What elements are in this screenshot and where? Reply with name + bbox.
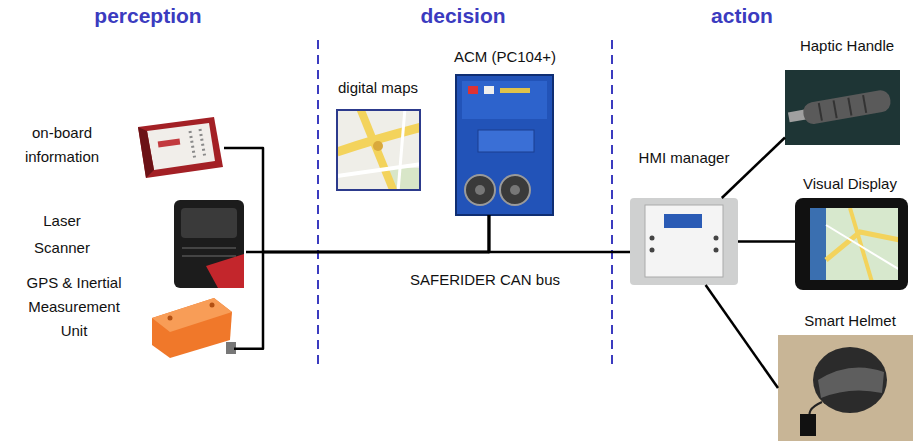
device-node: Haptic Handle (785, 70, 900, 145)
device-label: on-board information (12, 121, 112, 169)
acm-computer-picture (456, 75, 553, 215)
device-node: GPS & Inertial Measurement Unit (150, 296, 234, 358)
bus-wire (489, 215, 630, 252)
digital-map-picture (337, 108, 430, 198)
bus-wire (738, 240, 795, 243)
device-label: Laser Scanner (22, 207, 102, 261)
bus-wire (706, 285, 778, 388)
device-label: digital maps (318, 78, 438, 98)
device-node: digital maps (337, 110, 420, 190)
can-interface-picture (138, 117, 223, 178)
device-label: Smart Helmet (786, 311, 914, 331)
device-label: ACM (PC104+) (435, 47, 575, 67)
stage-divider (318, 40, 612, 366)
stage-heading: action (642, 4, 842, 28)
bus-wire (224, 148, 489, 252)
device-label: GPS & Inertial Measurement Unit (14, 271, 134, 343)
device-node: on-board information (138, 117, 224, 179)
bus-wire (246, 215, 489, 252)
smart-helmet-picture (778, 335, 913, 441)
bus-label: SAFERIDER CAN bus (408, 271, 562, 288)
gps-imu-picture (152, 298, 236, 358)
bus-wire (722, 138, 785, 199)
laser-scanner-picture (174, 200, 244, 288)
stage-heading: perception (48, 4, 248, 28)
device-node: ACM (PC104+) (456, 75, 553, 215)
device-label: HMI manager (622, 148, 746, 168)
device-node: Laser Scanner (172, 197, 246, 290)
stage-heading: decision (363, 4, 563, 28)
device-node: Visual Display (795, 198, 908, 290)
device-label: Visual Display (786, 174, 914, 194)
device-node: HMI manager (630, 198, 738, 285)
visual-display-picture (795, 198, 908, 290)
device-label: Haptic Handle (783, 36, 911, 56)
hmi-manager-picture (630, 198, 738, 285)
haptic-handle-picture (785, 70, 900, 145)
device-node: Smart Helmet (778, 335, 913, 441)
